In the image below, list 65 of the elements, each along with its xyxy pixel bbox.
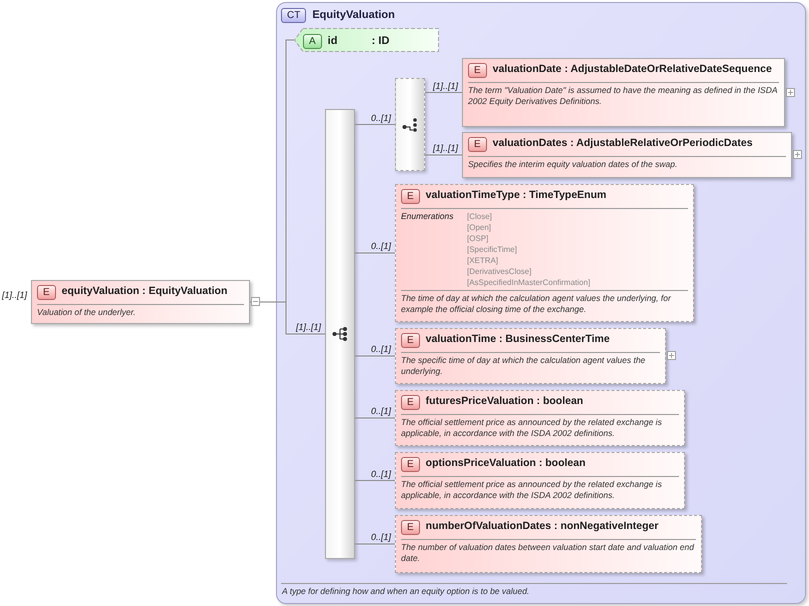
type-tag: E (401, 189, 420, 204)
element-box (395, 515, 702, 573)
element-name: valuationDate : AdjustableDateOrRelativeDateSequence (492, 63, 772, 76)
enumerations-label: Enumerations (401, 211, 454, 223)
element-name: valuationDates : AdjustableRelativeOrPeriodicDates (492, 137, 753, 150)
enum-value: [Close] (467, 211, 493, 222)
enum-value: [OSP] (467, 233, 490, 244)
attribute-name: id (328, 34, 338, 49)
element-box (395, 328, 666, 384)
element-name: numberOfValuationDates : nonNegativeInteger (426, 520, 658, 533)
element-description: The official settlement price as announced by the related exchange is applicable, in accordance with the ISDA 2002 definitions. (400, 416, 663, 439)
element-description: The time of day at which the calculation agent values the underlying, for example the official closing time of the exchange. (400, 292, 672, 315)
cardinality-label: 0..[1] (370, 344, 391, 355)
cardinality-label: [1]..[1] (432, 80, 458, 92)
sequence-bar (325, 109, 355, 559)
cardinality-label: 0..[1] (370, 468, 391, 480)
attribute-type: : ID (372, 34, 390, 49)
element-name: valuationTimeType : TimeTypeEnum (426, 189, 606, 202)
type-description: A type for defining how and when an equity option is to be valued. (282, 586, 530, 597)
enum-value: [XETRA] (467, 255, 500, 266)
element-box (462, 58, 785, 127)
element-name: equityValuation : EquityValuation (62, 285, 228, 298)
connector-line (354, 124, 396, 125)
enum-value: [Open] (467, 222, 492, 233)
cardinality-label: 0..[1] (370, 241, 391, 252)
type-tag: E (401, 520, 420, 535)
cardinality-label: 0..[1] (370, 532, 391, 543)
element-name: futuresPriceValuation : boolean (426, 395, 584, 408)
connector-line (354, 252, 396, 254)
element-box (462, 132, 792, 178)
type-tag: E (37, 285, 56, 300)
element-box (395, 184, 694, 322)
type-tag: E (401, 395, 420, 410)
cardinality-label: [1]..[1] (296, 322, 321, 333)
attribute-box (294, 28, 439, 52)
connector-line (424, 92, 462, 93)
cardinality-label: 0..[1] (370, 406, 391, 417)
element-description: Specifies the interim equity valuation dates of the swap. (467, 158, 678, 170)
enum-value: [AsSpecifiedInMasterConfirmation] (467, 277, 590, 288)
connector-line (354, 480, 396, 481)
element-name: optionsPriceValuation : boolean (426, 457, 586, 470)
type-tag: E (468, 63, 487, 78)
cardinality-label: 0..[1] (370, 112, 391, 124)
element-box (31, 280, 250, 324)
element-description: The term "Valuation Date" is assumed to have the meaning as defined in the ISDA 2002 Equity Derivatives Definitions. (467, 84, 778, 107)
element-box (395, 390, 685, 446)
element-description: The specific time of day at which the calculation agent values the underlying. (400, 354, 646, 377)
element-description: Valuation of the underlyer. (36, 306, 137, 318)
connector-line (424, 154, 462, 156)
type-tag: E (401, 333, 420, 348)
element-name: valuationTime : BusinessCenterTime (426, 333, 610, 346)
element-description: The official settlement price as announced by the related exchange is applicable, in accordance with the ISDA 2002 definitions. (400, 478, 663, 501)
type-title: EquityValuation (312, 8, 395, 23)
enum-value: [SpecificTime] (467, 244, 518, 255)
enum-value: [DerivativesClose] (467, 266, 532, 277)
element-description: The number of valuation dates between valuation start date and valuation end date. (400, 541, 696, 564)
choice-box (395, 78, 425, 171)
type-tag: CT (281, 8, 306, 23)
type-tag: E (468, 137, 487, 152)
complex-type-panel (276, 2, 806, 604)
type-tag: E (401, 457, 420, 472)
element-box (395, 452, 685, 509)
cardinality-label: [1]..[1] (2, 290, 27, 301)
cardinality-label: [1]..[1] (432, 143, 458, 154)
type-tag: A (303, 34, 322, 49)
